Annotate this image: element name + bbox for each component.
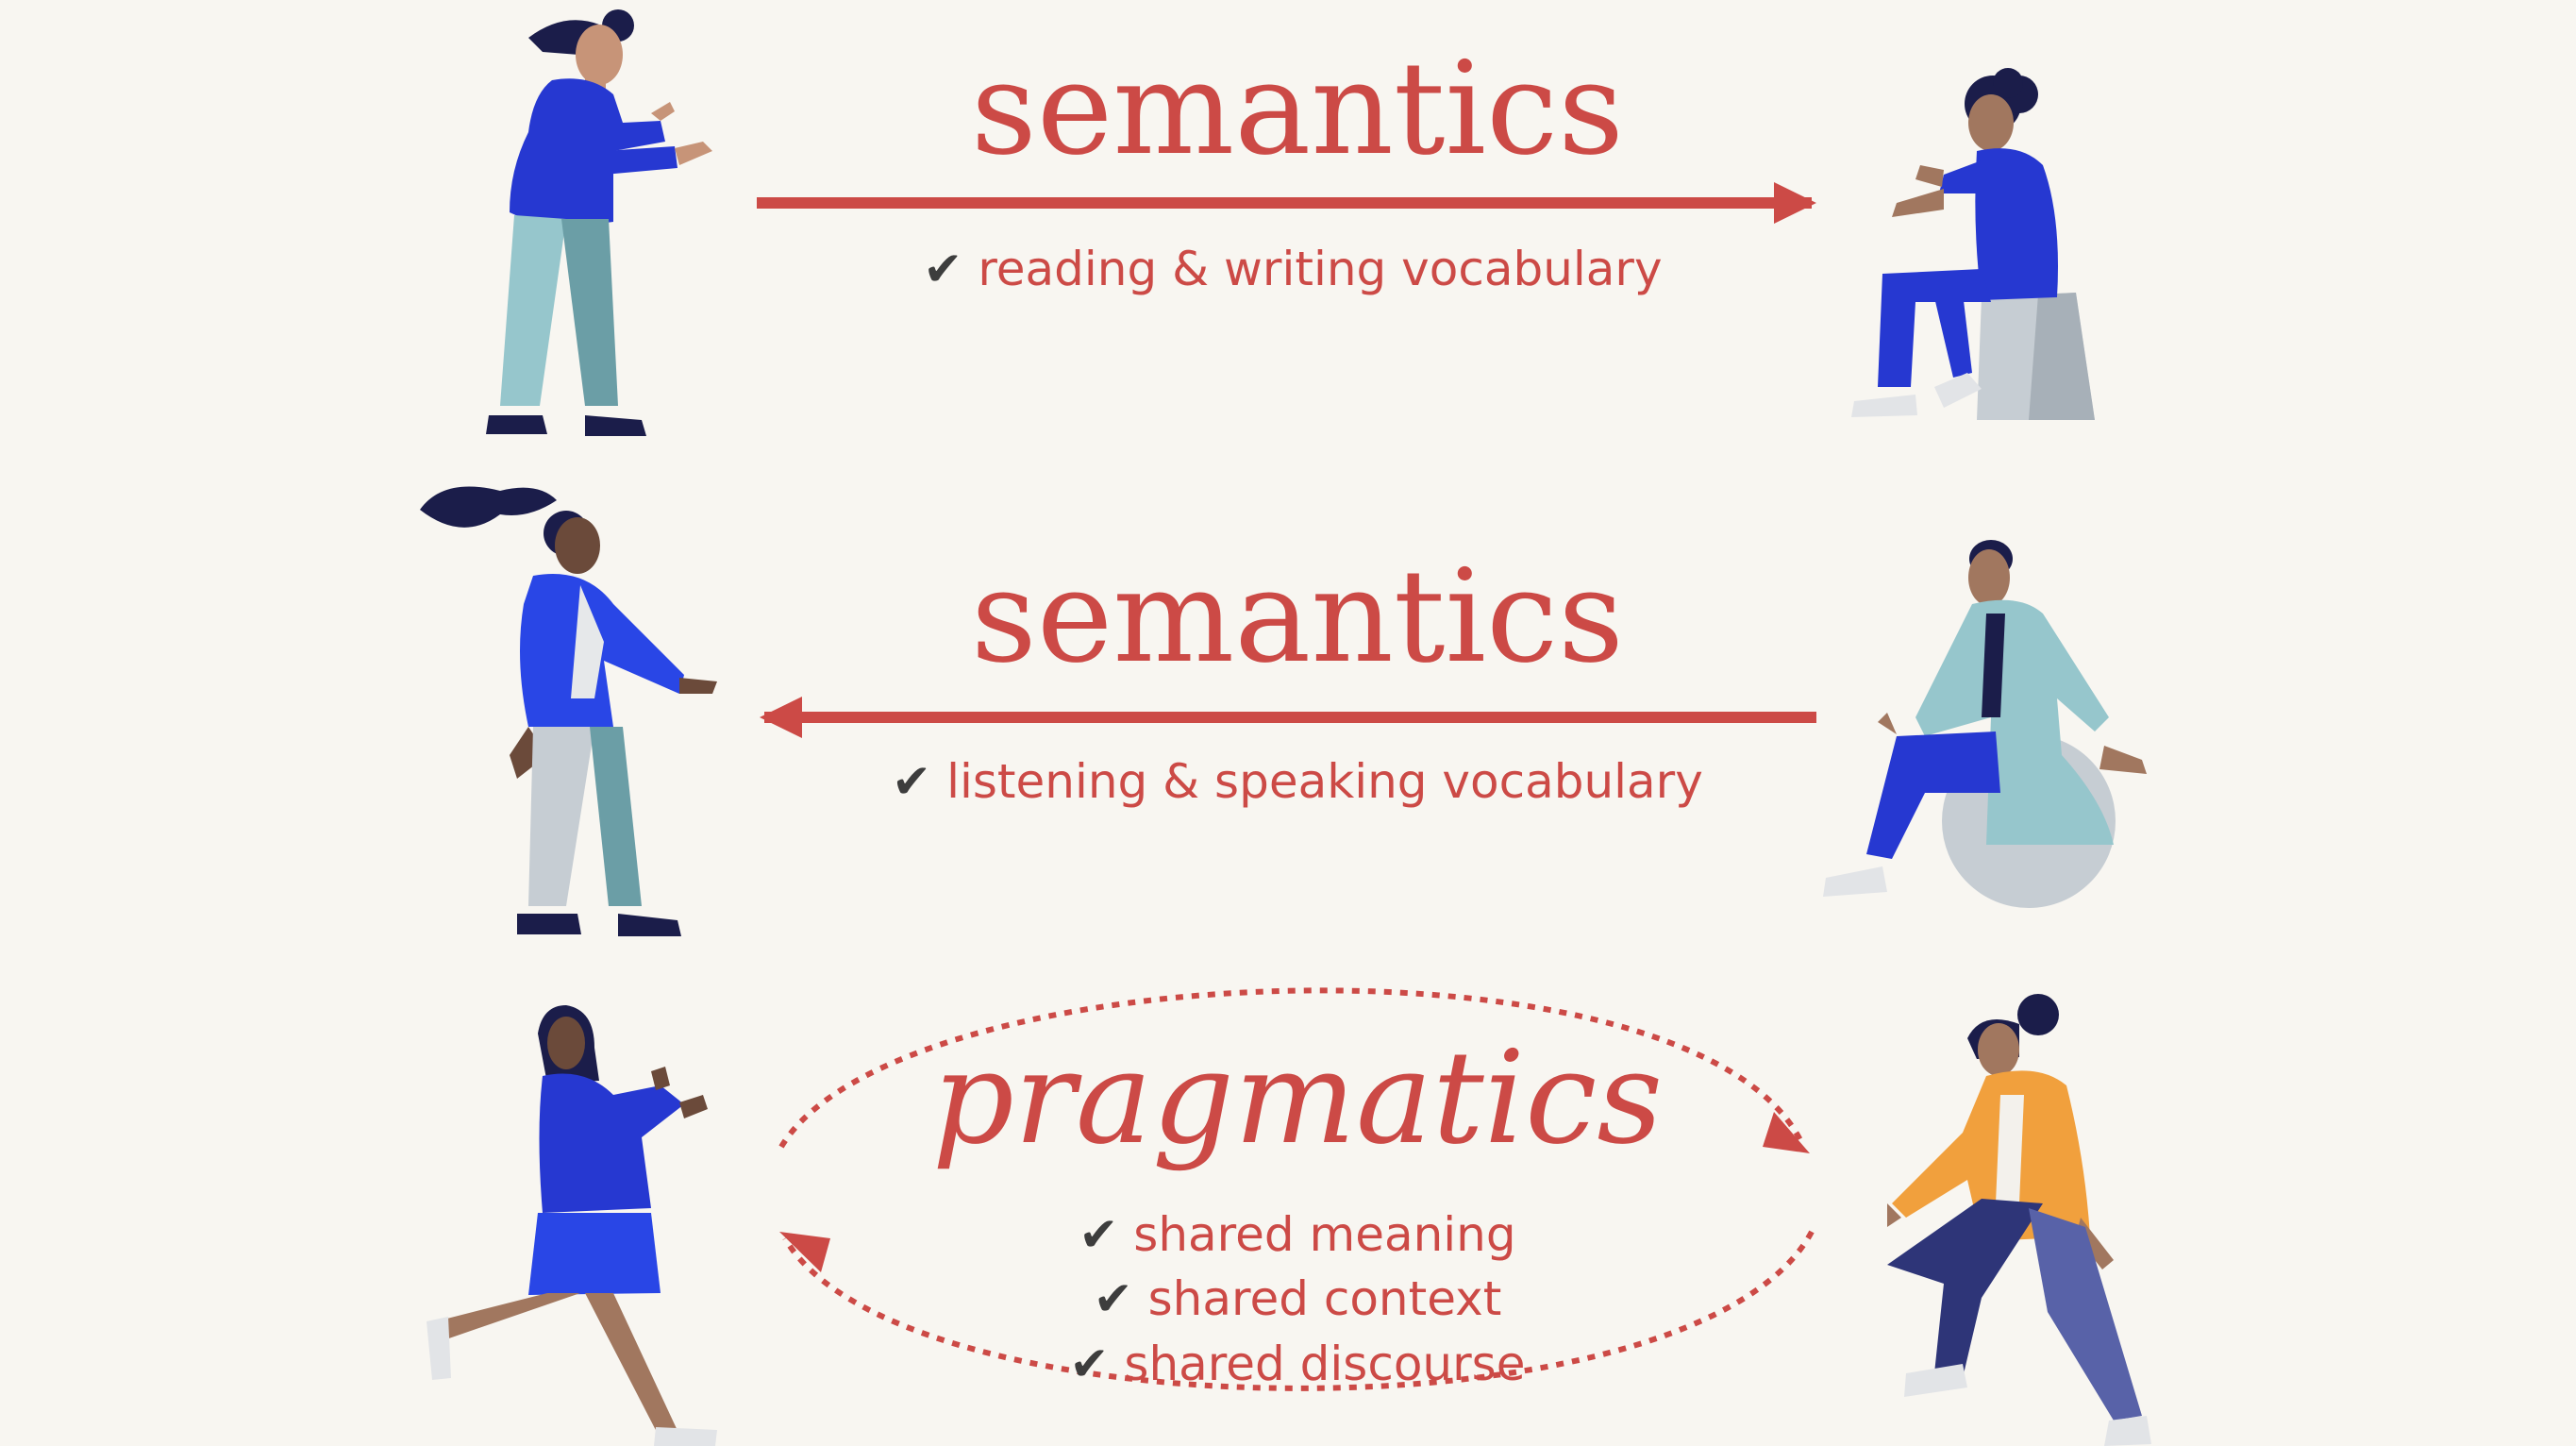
row-3: pragmatics ✔shared meaning ✔shared conte… [427, 987, 2151, 1446]
man-sitting-on-ball-figure [1823, 540, 2147, 908]
row-1: semantics ✔reading & writing vocabulary [486, 9, 2095, 436]
woman-gesturing-figure [486, 9, 712, 436]
woman-ponytail-walking-figure [420, 486, 717, 936]
row-3-item-1: ✔shared meaning [1079, 1207, 1515, 1262]
row-3-heading: pragmatics [932, 1024, 1663, 1173]
dotted-arrowhead-left-icon [779, 1232, 830, 1272]
dotted-arrowhead-right-icon [1763, 1112, 1810, 1153]
man-sitting-on-block-figure [1851, 68, 2095, 420]
row-3-item-2: ✔shared context [1094, 1271, 1502, 1326]
row-2-heading: semantics [971, 543, 1624, 692]
row-2-item-1: ✔listening & speaking vocabulary [892, 754, 1703, 809]
left-arrowhead-icon [760, 697, 802, 738]
woman-running-figure [427, 1005, 717, 1446]
row-1-heading: semantics [971, 35, 1624, 184]
row-1-item-1: ✔reading & writing vocabulary [923, 242, 1662, 296]
row-3-item-3: ✔shared discourse [1070, 1337, 1526, 1391]
row-2: semantics ✔listening & speaking vocabula… [420, 486, 2147, 936]
right-arrowhead-icon [1774, 182, 1816, 224]
dotted-arrow-top [778, 987, 1805, 1149]
woman-orange-jacket-lunging-figure [1887, 994, 2151, 1446]
